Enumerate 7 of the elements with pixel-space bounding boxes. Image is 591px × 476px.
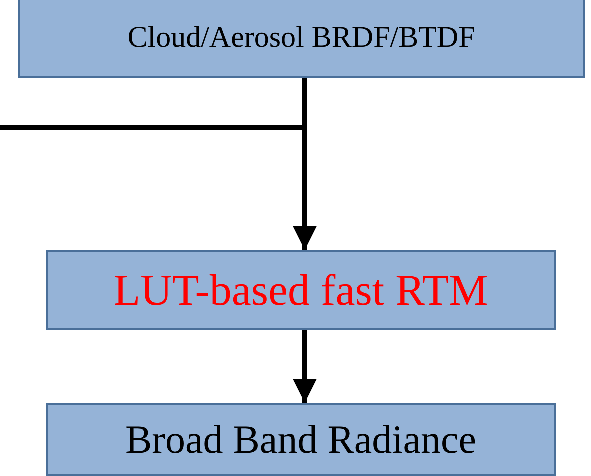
process-box xyxy=(18,0,585,78)
box-label: LUT-based fast RTM xyxy=(114,264,488,316)
process-box xyxy=(46,250,556,330)
box-label: Cloud/Aerosol BRDF/BTDF xyxy=(128,21,476,55)
arrow xyxy=(293,330,317,403)
process-box xyxy=(46,403,556,476)
box-label: Broad Band Radiance xyxy=(126,416,476,463)
